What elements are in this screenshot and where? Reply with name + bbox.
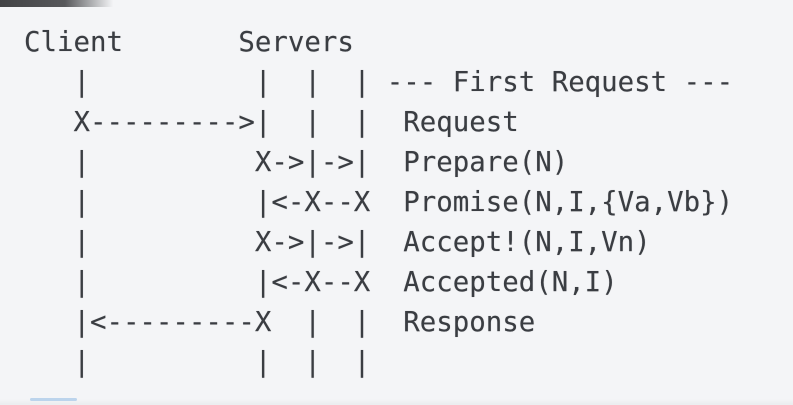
row-response: |<---------X | | Response bbox=[24, 307, 536, 338]
bottom-left-blue-mark bbox=[30, 398, 77, 401]
diagram-header-row: Client Servers bbox=[24, 27, 354, 58]
video-edge-artifact bbox=[0, 0, 118, 7]
row-accepted: | |<-X--X Accepted(N,I) bbox=[24, 267, 618, 298]
paxos-ascii-sequence-diagram: Client Servers | | | | --- First Request… bbox=[24, 23, 733, 383]
row-accept: | X->|->| Accept!(N,I,Vn) bbox=[24, 227, 651, 258]
row-request: X--------->| | | Request bbox=[24, 107, 519, 138]
row-promise: | |<-X--X Promise(N,I,{Va,Vb}) bbox=[24, 187, 734, 218]
bottom-edge-strip bbox=[0, 399, 793, 405]
row-first-request-label: | | | | --- First Request --- bbox=[24, 67, 734, 98]
row-trailing-lifelines: | | | | bbox=[24, 347, 371, 378]
row-prepare: | X->|->| Prepare(N) bbox=[24, 147, 569, 178]
